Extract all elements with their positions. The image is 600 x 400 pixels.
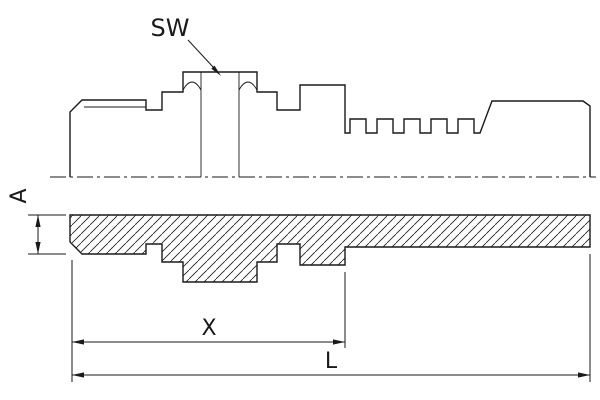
l-arrow-right [578, 372, 590, 378]
fitting-upper-outline [69, 71, 591, 177]
sw-leader-arrow [211, 65, 221, 76]
x-arrow-left [72, 339, 84, 345]
sw-leader-line [187, 39, 215, 69]
l-arrow-left [72, 372, 84, 378]
label-x: X [201, 316, 216, 341]
section-hatch-area [69, 214, 591, 283]
label-a: A [7, 188, 32, 203]
a-arrow-down [35, 242, 41, 254]
x-arrow-right [333, 339, 345, 345]
label-sw: SW [151, 14, 190, 42]
hex-chamfer-arc-right [238, 81, 258, 91]
a-arrow-up [35, 215, 41, 227]
label-l: L [325, 349, 338, 374]
hex-chamfer-arc-left [182, 81, 202, 91]
